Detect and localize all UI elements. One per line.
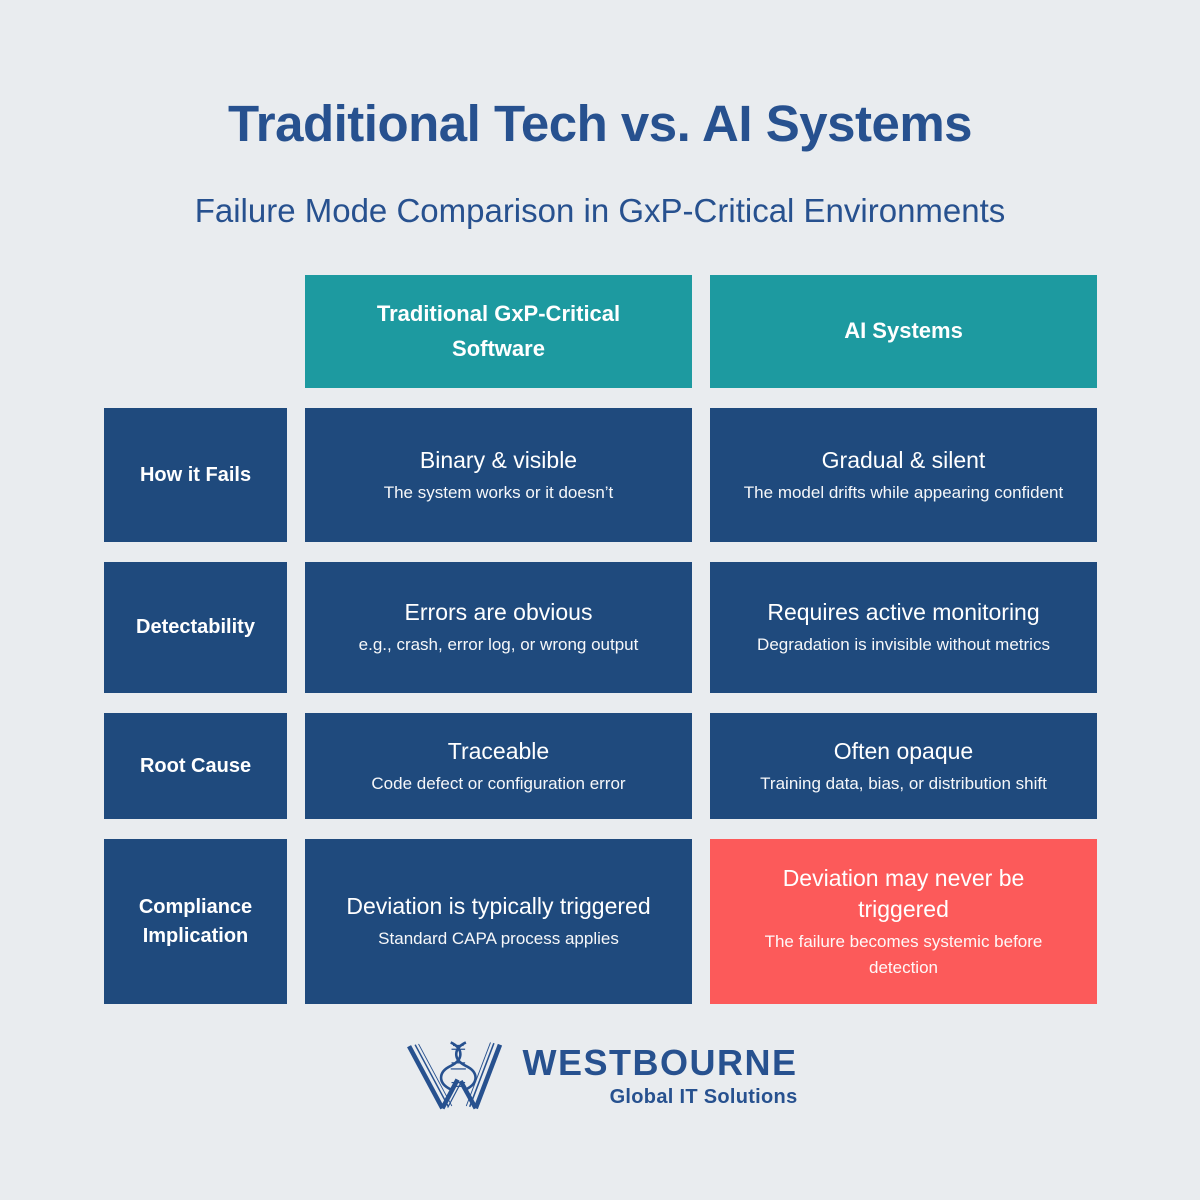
row-label-text: Detectability [136,616,255,638]
cell-description: Code defect or configuration error [371,773,626,793]
row-label-root-cause: Root Cause [104,713,287,819]
cell-description: The model drifts while appearing confide… [743,482,1064,502]
cell-title: Binary & visible [419,446,578,473]
column-header-traditional: Traditional GxP-Critical Software [305,275,692,388]
cell-description: Degradation is invisible without metrics [757,635,1050,655]
cell-title: Deviation is typically triggered [346,893,651,920]
footer-brand: WESTBOURNE Global IT Solutions [0,1040,1200,1110]
page-subtitle: Failure Mode Comparison in GxP-Critical … [194,192,1006,229]
row-label-compliance-implication: Compliance Implication [104,839,287,1004]
cell-title: Traceable [447,737,550,764]
cell-how-it-fails-traditional: Binary & visible The system works or it … [305,408,692,542]
cell-description: The system works or it doesn’t [383,482,614,502]
cell-description: Standard CAPA process applies [378,929,619,949]
cell-description: The failure becomes systemic before dete… [764,932,1043,977]
cell-compliance-traditional: Deviation is typically triggered Standar… [305,839,692,1004]
brand-name: WESTBOURNE [522,1041,798,1083]
page-title: Traditional Tech vs. AI Systems [227,95,973,152]
comparison-table: Traditional GxP-Critical Software AI Sys… [104,275,1097,1004]
cell-title: Often opaque [833,737,974,764]
row-label-detectability: Detectability [104,562,287,693]
cell-root-cause-ai: Often opaque Training data, bias, or dis… [710,713,1097,819]
cell-title: Deviation may never be triggered [782,864,1025,922]
cell-how-it-fails-ai: Gradual & silent The model drifts while … [710,408,1097,542]
column-header-label: Traditional GxP-Critical Software [376,301,621,361]
cell-detectability-ai: Requires active monitoring Degradation i… [710,562,1097,693]
cell-title: Gradual & silent [821,446,986,473]
row-label-text: Compliance Implication [138,895,253,947]
cell-detectability-traditional: Errors are obvious e.g., crash, error lo… [305,562,692,693]
cell-title: Errors are obvious [404,599,593,626]
cell-compliance-ai-highlighted: Deviation may never be triggered The fai… [710,839,1097,1004]
table-corner-spacer [104,275,287,388]
brand-text-block: WESTBOURNE Global IT Solutions [523,1042,798,1109]
cell-description: Training data, bias, or distribution shi… [760,773,1047,793]
row-label-how-it-fails: How it Fails [104,408,287,542]
cell-title: Requires active monitoring [767,599,1040,626]
column-header-label: AI Systems [844,318,963,344]
column-header-ai: AI Systems [710,275,1097,388]
cell-root-cause-traditional: Traceable Code defect or configuration e… [305,713,692,819]
cell-description: e.g., crash, error log, or wrong output [358,635,639,655]
row-label-text: How it Fails [139,463,252,486]
brand-tagline: Global IT Solutions [609,1085,798,1108]
westbourne-w-dna-logo-icon [403,1040,503,1110]
row-label-text: Root Cause [139,754,252,777]
